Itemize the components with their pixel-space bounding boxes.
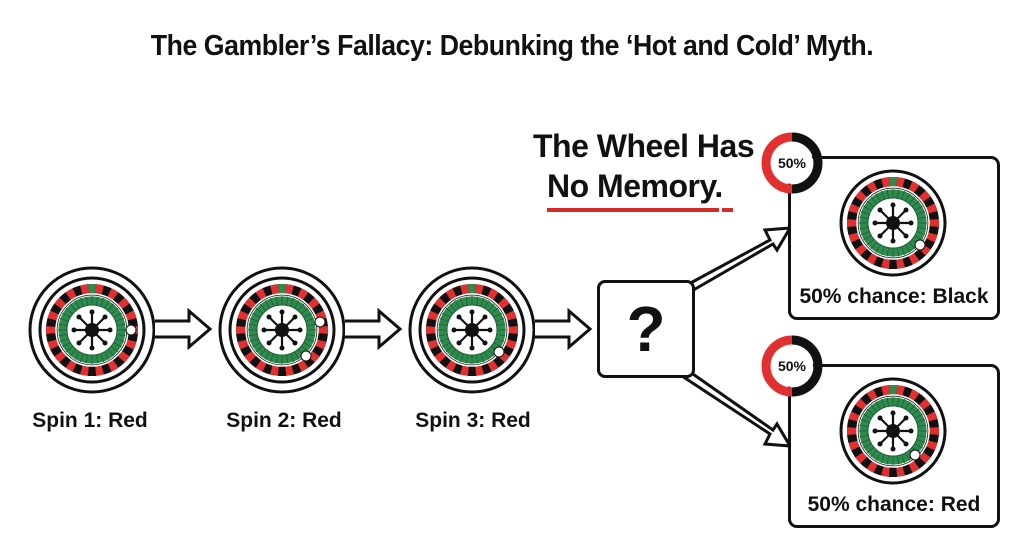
outcome-card-red: 50% chance: Red xyxy=(788,364,1000,528)
arrow-right-icon xyxy=(155,307,213,351)
percentage-ring-icon xyxy=(761,132,823,194)
question-mark-icon: ? xyxy=(626,293,666,365)
branch-arrows xyxy=(682,226,793,448)
headline-line-1: The Wheel Has xyxy=(533,128,755,164)
roulette-wheel-icon xyxy=(839,377,947,485)
headline-line-2: No Memory. xyxy=(547,168,723,204)
percentage-ring-icon xyxy=(761,335,823,397)
badge-text: 50% xyxy=(777,358,807,374)
roulette-wheel-icon xyxy=(839,169,947,277)
spin-1-label: Spin 1: Red xyxy=(32,409,148,432)
unknown-outcome-box: ? xyxy=(597,280,695,378)
arrow-right-icon xyxy=(345,307,403,351)
roulette-wheel-icon xyxy=(408,266,536,394)
headline-underline xyxy=(547,208,719,212)
spin-2-label: Spin 2: Red xyxy=(226,409,342,432)
outcome-label: 50% chance: Red xyxy=(807,493,981,516)
page-title: The Gambler’s Fallacy: Debunking the ‘Ho… xyxy=(150,30,874,62)
badge-text: 50% xyxy=(777,155,807,171)
outcome-card-black: 50% chance: Black xyxy=(788,156,1000,320)
spin-3-label: Spin 3: Red xyxy=(415,409,531,432)
roulette-wheel-icon xyxy=(218,266,346,394)
roulette-wheel-icon xyxy=(28,266,156,394)
headline-underline-dot xyxy=(722,208,733,212)
outcome-label: 50% chance: Black xyxy=(799,285,989,308)
headline: The Wheel Has No Memory. xyxy=(533,126,755,206)
arrow-right-icon xyxy=(535,307,593,351)
